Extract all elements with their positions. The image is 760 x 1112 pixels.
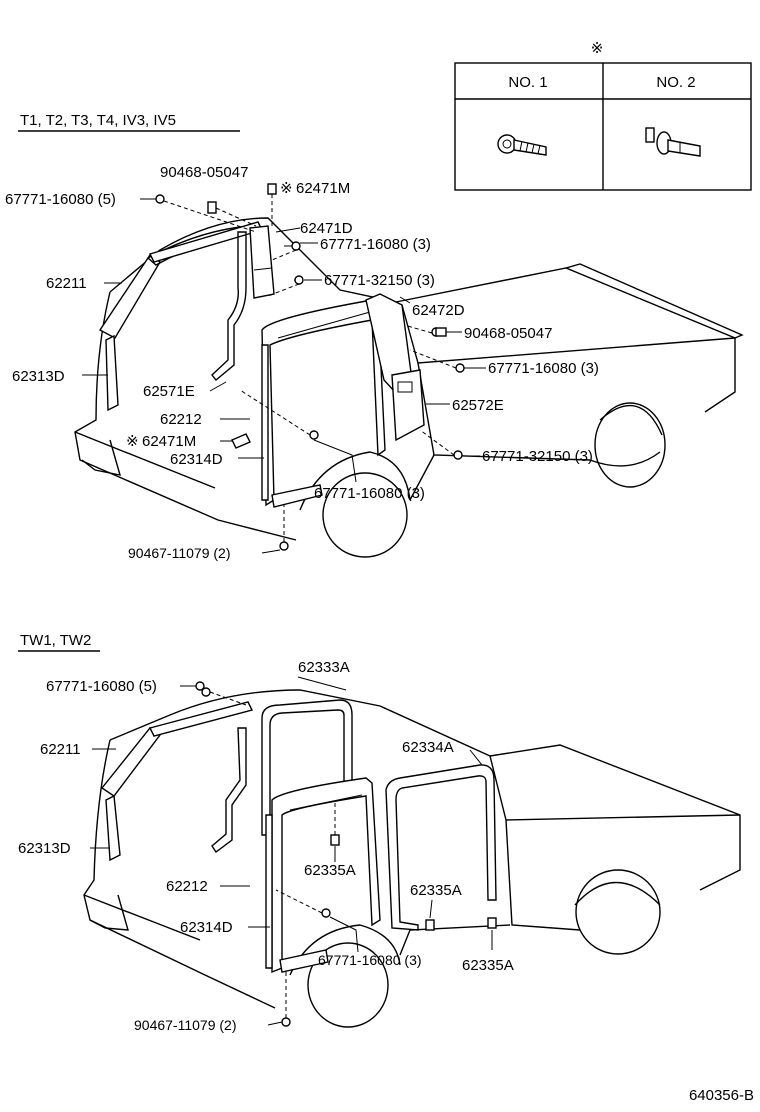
label-62212-b: 62212 [166,878,208,895]
table-note-symbol: ※ [591,40,604,57]
screw-no2-icon [645,127,701,157]
label-62211: 62211 [46,275,87,292]
label-62471m-top: 62471M [296,180,350,197]
label-62572e: 62572E [452,397,504,414]
section1-title: T1, T2, T3, T4, IV3, IV5 [20,112,176,129]
label-67771-32150-3b: 67771-32150 (3) [482,448,593,465]
label-62313d-b: 62313D [18,840,71,857]
label-90467-11079-b: 90467-11079 (2) [134,1017,236,1033]
leaders-2 [90,676,493,1026]
label-62335a-a: 62335A [304,862,356,879]
label-62212: 62212 [160,411,202,428]
label-62313d: 62313D [12,368,65,385]
label-90468-05047-right: 90468-05047 [464,325,552,342]
label-67771-16080-3-b: 67771-16080 (3) [318,952,422,968]
vehicle-drawing-2 [83,689,741,1028]
label-62211-b: 62211 [40,741,81,758]
label-67771-16080-3a: 67771-16080 (3) [320,236,431,253]
section2-title: TW1, TW2 [20,632,91,649]
screw-no1-icon [497,134,547,156]
label-67771-16080-5-b: 67771-16080 (5) [46,678,157,695]
label-62571e: 62571E [143,383,195,400]
label-62472d: 62472D [412,302,465,319]
label-62314d: 62314D [170,451,223,468]
label-67771-16080-3c: 67771-16080 (3) [314,485,425,502]
label-62471d: 62471D [300,220,353,237]
vehicle-drawing-1 [74,217,744,558]
fastener-table: ※ NO. 1 NO. 2 [454,40,752,191]
label-62333a: 62333A [298,659,350,676]
figure-code: 640356-B [689,1087,754,1104]
label-62335a-c: 62335A [462,957,514,974]
label-67771-16080-3b: 67771-16080 (3) [488,360,599,377]
label-62334a: 62334A [402,739,454,756]
label-67771-16080-5: 67771-16080 (5) [5,191,116,208]
leaders-1 [82,194,486,554]
table-header-no1: NO. 1 [508,74,547,91]
label-62471m-mid-note: ※ [126,433,139,450]
label-90468-05047-top: 90468-05047 [160,164,248,181]
fasteners-2 [195,681,331,1027]
label-62314d-b: 62314D [180,919,233,936]
label-62471m-top-note: ※ [280,180,293,197]
label-90467-11079-a: 90467-11079 (2) [128,545,230,561]
label-67771-32150-3a: 67771-32150 (3) [324,272,435,289]
labels-1: 90468-05047 ※ 62471M 67771-16080 (5) 624… [5,164,599,561]
labels-2: 62333A 67771-16080 (5) 62334A 62211 6231… [18,659,514,1033]
table-header-no2: NO. 2 [656,74,695,91]
label-62335a-b: 62335A [410,882,462,899]
label-62471m-mid: 62471M [142,433,196,450]
